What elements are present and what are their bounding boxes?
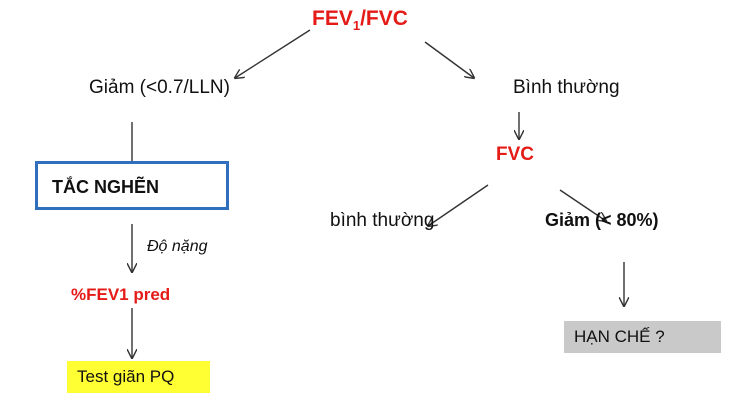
- fvc-decrease-node: Giảm (< 80%): [545, 210, 659, 230]
- normal-node: Bình thường: [513, 77, 620, 98]
- root-label-sub: 1: [352, 18, 361, 34]
- arrow-root-to-decrease: [235, 29, 311, 78]
- obstruction-label: TẮC NGHẼN: [52, 177, 159, 197]
- fev1-pred-node: %FEV1 pred: [71, 285, 171, 304]
- test-label: Test giãn PQ: [77, 367, 175, 386]
- fvc-normal-node: bình thường: [330, 210, 435, 231]
- root-node-fev1-fvc: FEV1/FVC: [312, 7, 408, 33]
- arrow-fvc-to-normal: [428, 184, 489, 226]
- restriction-box: HẠN CHẾ ?: [564, 321, 721, 353]
- decrease-node: Giảm (<0.7/LLN): [89, 77, 230, 98]
- root-label-post: /FVC: [360, 7, 408, 30]
- arrow-fvc-to-decrease: [559, 189, 606, 221]
- fvc-node: FVC: [496, 144, 534, 165]
- test-box: Test giãn PQ: [67, 361, 210, 393]
- root-label-pre: FEV: [312, 7, 353, 30]
- obstruction-box: TẮC NGHẼN: [35, 161, 229, 210]
- restriction-label: HẠN CHẾ ?: [574, 327, 665, 346]
- severity-label: Độ nặng: [147, 238, 208, 255]
- arrow-root-to-normal: [424, 41, 474, 78]
